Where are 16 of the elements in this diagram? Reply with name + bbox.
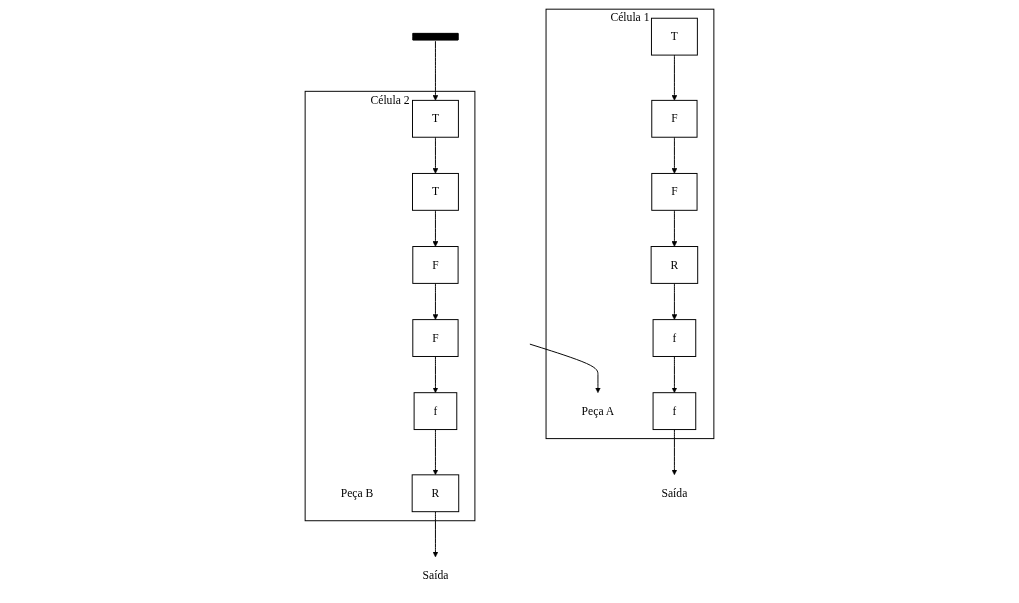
node-box: f: [652, 392, 697, 431]
node-box: T: [412, 99, 459, 138]
node-text: Peça A: [581, 404, 615, 418]
node-text: Peça B: [340, 486, 374, 500]
node-box: T: [412, 172, 459, 211]
node-box: F: [651, 172, 698, 211]
node-box: F: [412, 319, 459, 357]
node-box: F: [651, 99, 698, 138]
node-box: R: [411, 474, 460, 513]
node-box: f: [652, 319, 697, 357]
node-box: f: [413, 392, 458, 431]
node-box: R: [650, 246, 699, 284]
node-text: Saída: [661, 486, 688, 500]
node-box: F: [412, 246, 459, 284]
node-text: Saída: [422, 568, 449, 582]
node-box: T: [650, 17, 698, 56]
